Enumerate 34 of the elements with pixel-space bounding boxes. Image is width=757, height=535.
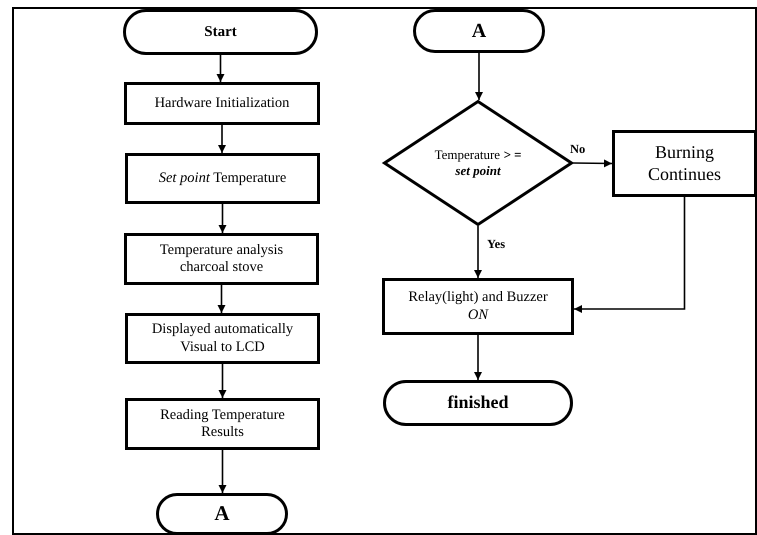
node-text: Temperature analysis charcoal stove [158,242,284,276]
terminal-box [123,9,318,55]
arrow [218,285,226,313]
node-text: Hardware Initialization [154,94,290,112]
node-text: Set point Temperature [158,170,286,188]
process-box [382,278,574,335]
node-text: finished [447,392,509,414]
node-text: Start [204,23,237,41]
process-box [124,233,319,285]
arrow [572,159,612,168]
terminal-box [413,9,545,53]
node-text: A [472,19,486,43]
node-text: Burning Continues [646,142,722,186]
arrow [475,53,483,100]
terminal-box [156,493,288,535]
arrow [474,335,482,380]
process-box [612,130,757,197]
arrow [218,204,226,233]
arrow [474,226,482,278]
arrow [218,450,226,493]
node-text: Relay(light) and Buzzer ON [407,289,549,324]
terminal-box [383,380,573,426]
node-text: Temperature > = set point [434,147,522,179]
node-text: Displayed automatically Visual to LCD [150,321,294,356]
node-text: Reading Temperature Results [159,406,286,442]
process-box [125,153,320,204]
process-box [125,313,320,364]
arrow [218,364,226,398]
process-box [124,82,320,125]
node-text: A [214,501,230,527]
arrow [216,55,224,82]
process-box [125,398,320,450]
arrow [218,125,226,153]
arrow [574,197,686,313]
